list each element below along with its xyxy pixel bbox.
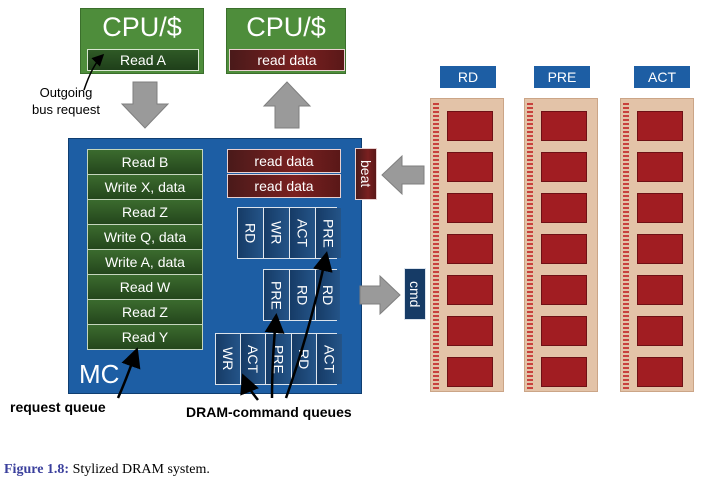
cpu-right: CPU/$ read data xyxy=(226,8,346,74)
dram-command-queues-label: DRAM-command queues xyxy=(186,404,352,420)
request-queue-item: Read Z xyxy=(88,200,202,225)
queue-command: PRE xyxy=(316,208,341,258)
dram-chip xyxy=(637,193,683,223)
cpu-right-title: CPU/$ xyxy=(246,12,326,42)
queue-command: ACT xyxy=(241,334,266,384)
dram-chip xyxy=(541,193,587,223)
dram-chip xyxy=(541,316,587,346)
dram-chip xyxy=(447,316,493,346)
queue-command: PRE xyxy=(264,270,290,320)
beat-label: beat xyxy=(355,148,377,200)
read-a-request: Read A xyxy=(87,49,199,71)
request-queue-item: Read W xyxy=(88,275,202,300)
request-queue-item: Read Z xyxy=(88,300,202,325)
memory-controller: MC Read B Write X, data Read Z Write Q, … xyxy=(68,138,362,394)
mc-label: MC xyxy=(79,359,120,389)
queue-command: RD xyxy=(238,208,264,258)
command-queue-arrow xyxy=(240,373,259,401)
figure-caption-text: Stylized DRAM system. xyxy=(72,462,210,477)
dram-chip xyxy=(447,357,493,387)
up-arrow-icon xyxy=(262,81,312,129)
cmd-label: cmd xyxy=(404,268,426,320)
dimm-rank-act xyxy=(620,98,694,392)
dram-chip xyxy=(447,111,493,141)
dram-chip xyxy=(541,357,587,387)
dram-chip xyxy=(541,234,587,264)
read-data-response: read data xyxy=(229,49,345,71)
dram-chip xyxy=(447,152,493,182)
command-queue-arrow xyxy=(284,251,333,399)
left-arrow-icon xyxy=(381,154,425,196)
dram-chip xyxy=(637,316,683,346)
down-arrow-icon xyxy=(120,81,170,129)
request-queue-item: Write Q, data xyxy=(88,225,202,250)
dram-chip xyxy=(637,234,683,264)
request-queue-item: Write A, data xyxy=(88,250,202,275)
request-queue: Read B Write X, data Read Z Write Q, dat… xyxy=(87,149,203,350)
dimm-pins xyxy=(623,103,629,389)
dram-chip xyxy=(637,152,683,182)
cpu-left-title: CPU/$ xyxy=(102,12,182,42)
dimm-pins xyxy=(527,103,533,389)
queue-command: ACT xyxy=(290,208,316,258)
request-queue-item: Read B xyxy=(88,150,202,175)
dram-chip xyxy=(637,357,683,387)
command-queue-arrow xyxy=(264,313,285,399)
queue-command: ACT xyxy=(317,334,342,384)
figure-caption: Figure 1.8: Stylized DRAM system. xyxy=(4,462,210,478)
dram-command-queue-2: PRE RD RD xyxy=(263,269,340,321)
dimm-rank-pre xyxy=(524,98,598,392)
read-data-buffer: read data xyxy=(227,174,341,198)
rank-label-act: ACT xyxy=(634,66,690,88)
figure-number: Figure 1.8: xyxy=(4,462,70,477)
dram-chip xyxy=(541,111,587,141)
dimm-rank-rd xyxy=(430,98,504,392)
dram-chip xyxy=(447,193,493,223)
dram-command-queue-1: RD WR ACT PRE xyxy=(237,207,341,259)
request-queue-item: Write X, data xyxy=(88,175,202,200)
outgoing-pointer-arrow xyxy=(83,53,105,91)
queue-command: WR xyxy=(216,334,241,384)
dram-chip xyxy=(637,275,683,305)
dimm-pins xyxy=(433,103,439,389)
read-data-buffer: read data xyxy=(227,149,341,173)
queue-command: WR xyxy=(264,208,290,258)
dram-chip xyxy=(541,275,587,305)
rank-label-pre: PRE xyxy=(534,66,590,88)
dram-chip xyxy=(447,234,493,264)
request-queue-label: request queue xyxy=(10,399,106,415)
dram-chip xyxy=(541,152,587,182)
dram-command-queue-3: WR ACT PRE RD ACT xyxy=(215,333,342,385)
request-queue-arrow xyxy=(116,347,141,399)
dram-chip xyxy=(447,275,493,305)
dram-chip xyxy=(637,111,683,141)
request-queue-item: Read Y xyxy=(88,325,202,349)
outgoing-bus-request-label: Outgoing bus request xyxy=(32,85,100,117)
rank-label-rd: RD xyxy=(440,66,496,88)
right-arrow-icon xyxy=(359,274,401,316)
